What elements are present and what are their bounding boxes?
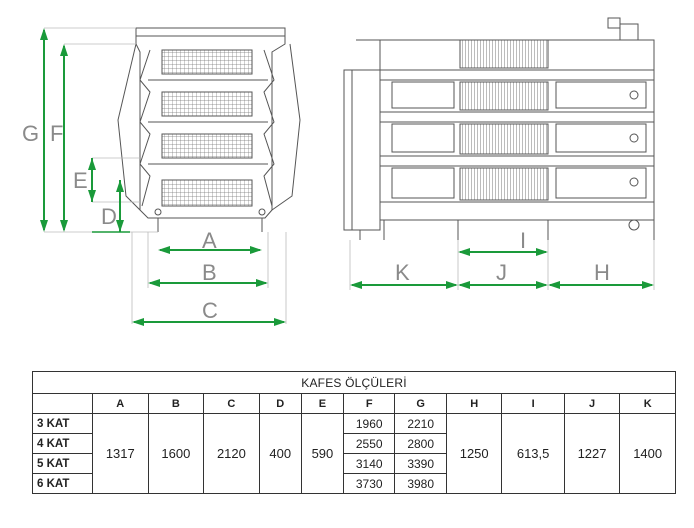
value-J: 1227: [563, 413, 621, 494]
header-J: J: [563, 393, 621, 414]
technical-drawings: G F E D A B C: [22, 17, 655, 326]
dim-label-A: A: [202, 228, 217, 253]
row-label: 5 KAT: [32, 453, 93, 474]
dim-label-E: E: [73, 168, 88, 193]
value-G: 2210: [394, 413, 447, 434]
header-I: I: [501, 393, 565, 414]
header-empty: [32, 393, 93, 414]
side-view-drawing: [343, 17, 655, 240]
dim-label-D: D: [101, 204, 117, 229]
header-D: D: [258, 393, 302, 414]
value-H: 1250: [445, 413, 503, 494]
dim-label-K: K: [395, 260, 410, 285]
value-G: 3980: [394, 473, 447, 494]
front-view-drawing: [117, 27, 301, 232]
header-K: K: [619, 393, 676, 414]
row-label: 6 KAT: [32, 473, 93, 494]
dim-label-G: G: [22, 121, 39, 146]
header-E: E: [300, 393, 345, 414]
front-horizontal-dimensions: [131, 232, 287, 326]
table-row: 4 KAT 2550 2800: [32, 433, 676, 454]
value-F: 2550: [342, 433, 396, 454]
side-dimensions: [349, 240, 655, 290]
dim-label-B: B: [202, 260, 217, 285]
value-F: 3730: [342, 473, 396, 494]
dim-label-C: C: [202, 298, 218, 323]
dim-label-I: I: [520, 228, 526, 253]
value-E: 590: [300, 413, 345, 494]
header-C: C: [203, 393, 260, 414]
table-row: 6 KAT 3730 3980: [32, 473, 676, 494]
table-header-row: A B C D E F G H I J K: [32, 393, 676, 414]
value-C: 2120: [203, 413, 260, 494]
dim-label-F: F: [50, 121, 63, 146]
header-F: F: [342, 393, 396, 414]
value-A: 1317: [92, 413, 149, 494]
value-B: 1600: [147, 413, 205, 494]
row-label: 4 KAT: [32, 433, 93, 454]
value-G: 3390: [394, 453, 447, 474]
header-A: A: [92, 393, 149, 414]
dim-label-J: J: [496, 260, 507, 285]
table-row: 5 KAT 3140 3390: [32, 453, 676, 474]
cage-dimensions-table: KAFES ÖLÇÜLERİ A B C D E F G H I J K 3 K…: [32, 371, 676, 494]
row-label: 3 KAT: [32, 413, 93, 434]
value-G: 2800: [394, 433, 447, 454]
header-G: G: [394, 393, 447, 414]
value-D: 400: [258, 413, 302, 494]
dim-label-H: H: [594, 260, 610, 285]
value-F: 3140: [342, 453, 396, 474]
value-K: 1400: [619, 413, 676, 494]
value-I: 613,5: [501, 413, 565, 494]
header-H: H: [445, 393, 503, 414]
table-title: KAFES ÖLÇÜLERİ: [32, 371, 676, 394]
value-F: 1960: [342, 413, 396, 434]
table-row: 3 KAT 1317 1600 2120 400 590 1960 2210 1…: [32, 413, 676, 494]
header-B: B: [147, 393, 205, 414]
front-vertical-dimensions: [40, 27, 158, 233]
